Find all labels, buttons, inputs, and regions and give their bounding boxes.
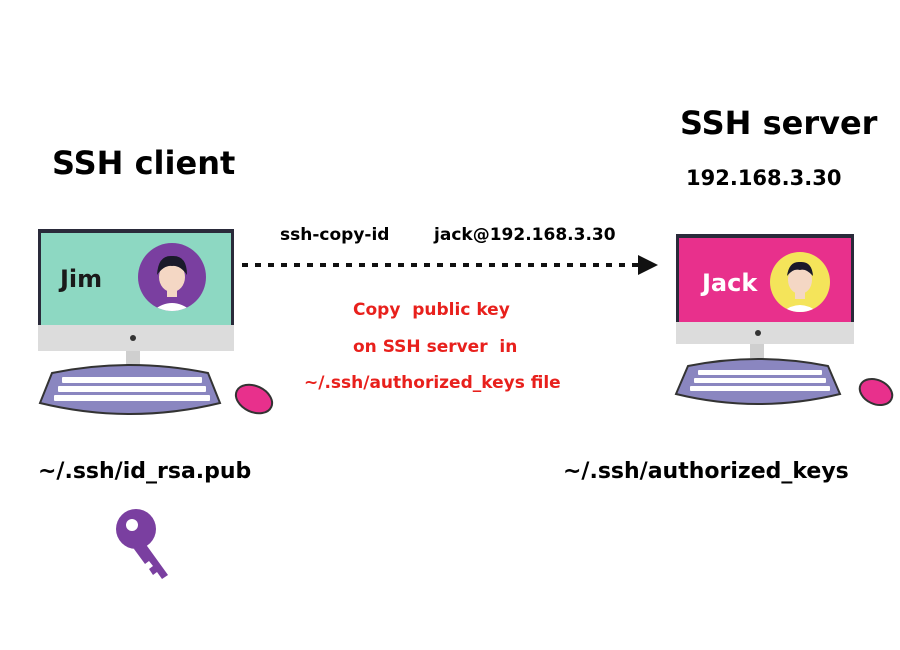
monitor-chin (676, 322, 854, 344)
power-light (755, 330, 761, 336)
server-keys-path: ~/.ssh/authorized_keys (563, 459, 849, 484)
arrow-head (638, 255, 658, 275)
user-avatar (138, 243, 206, 311)
monitor-stand (750, 344, 764, 358)
copy-command: ssh-copy-id jack@192.168.3.30 (280, 225, 616, 245)
server-computer-icon: Jack (674, 234, 894, 407)
server-user-name: Jack (700, 269, 758, 297)
server-title: SSH server (680, 104, 878, 142)
key-icon (116, 509, 168, 579)
note-line-2: on SSH server in (353, 337, 518, 357)
dotted-arrow-icon (242, 255, 658, 275)
note-line-1: Copy public key (353, 300, 510, 320)
server-ip: 192.168.3.30 (686, 166, 842, 190)
mouse (234, 383, 274, 415)
client-user-name: Jim (58, 265, 102, 293)
power-light (130, 335, 136, 341)
client-computer-icon: Jim (38, 229, 274, 415)
keyboard-keys (690, 370, 830, 391)
client-key-path: ~/.ssh/id_rsa.pub (38, 459, 252, 484)
monitor-stand (126, 351, 140, 365)
keyboard-keys (54, 377, 210, 401)
client-title: SSH client (52, 144, 236, 182)
mouse (858, 377, 894, 407)
note-line-3: ~/.ssh/authorized_keys file (304, 373, 561, 393)
user-avatar (770, 252, 830, 312)
